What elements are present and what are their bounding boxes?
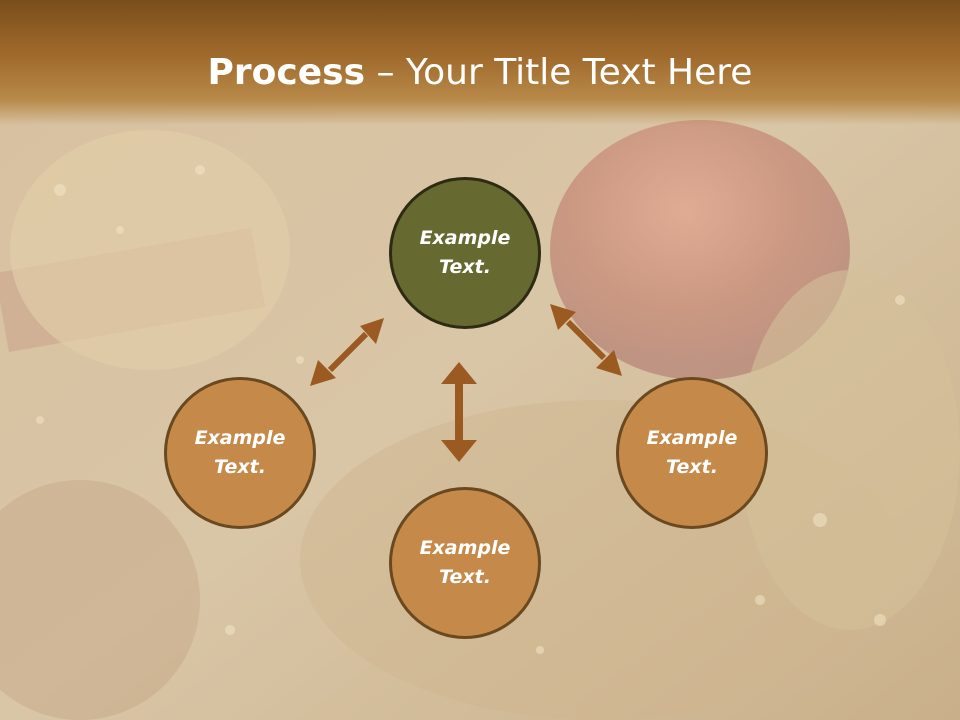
node-text-line2: Text. [439,256,491,278]
title-bold-text: Process [207,52,366,93]
title-bar [0,0,960,125]
node-text-line2: Text. [439,566,491,588]
title-rest-text: – Your Title Text Here [365,52,753,93]
slide-title: Process – Your Title Text Here [0,52,960,93]
double-arrow-right [550,304,622,376]
node-text-line1: Example [646,427,738,449]
node-text-line1: Example [194,427,286,449]
node-text-line2: Text. [214,456,266,478]
double-arrow-vertical [441,362,477,462]
node-text-line1: Example [419,227,511,249]
double-arrow-left [310,318,384,386]
node-text-line2: Text. [666,456,718,478]
node-text-line1: Example [419,537,511,559]
